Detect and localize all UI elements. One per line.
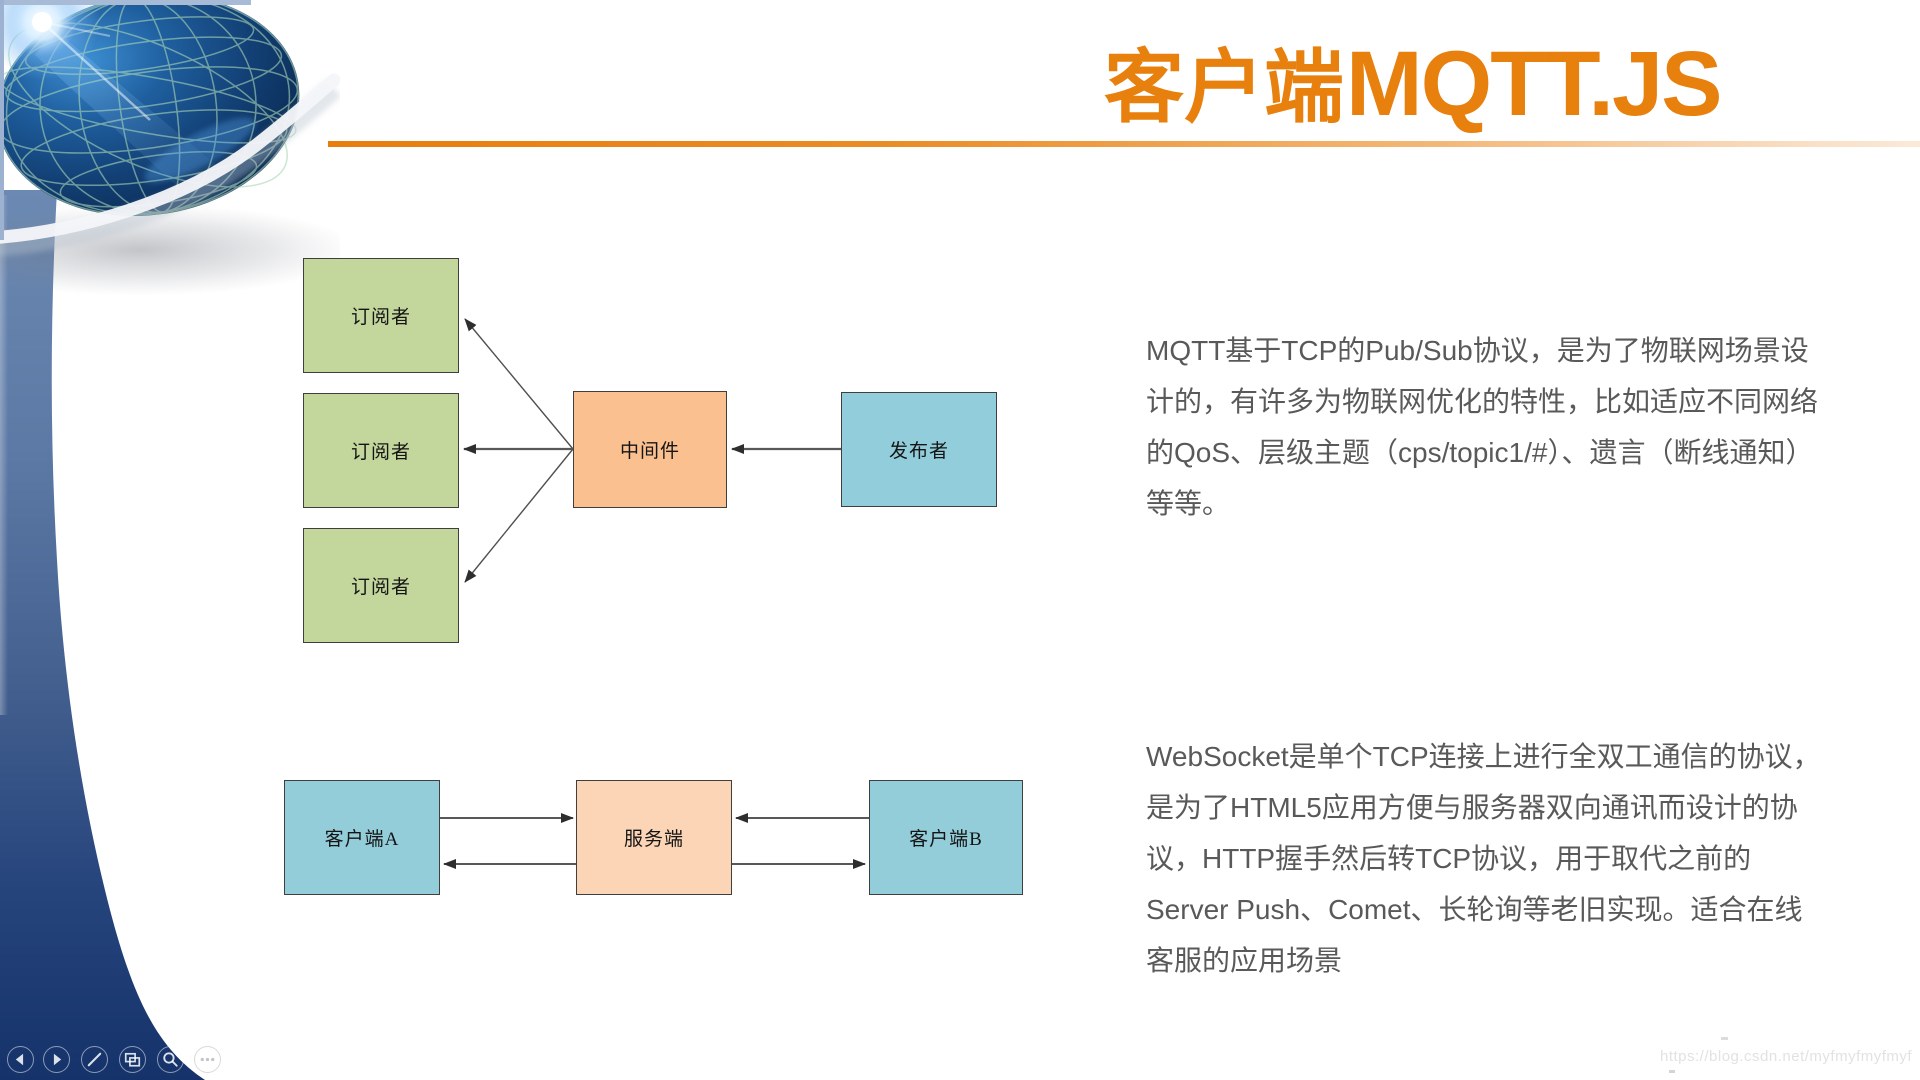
left-band <box>0 0 4 240</box>
subscriber-label: 订阅者 <box>350 442 411 463</box>
client-b-label: 客户端B <box>909 829 983 850</box>
zoom-slide-button[interactable] <box>157 1046 184 1073</box>
slides-overview-icon <box>124 1052 141 1067</box>
sidebar-ribbon-graphic <box>0 190 205 1080</box>
watermark-dash <box>1721 1037 1728 1040</box>
left-arrow-icon <box>15 1053 24 1066</box>
player-controls-bar <box>0 1040 240 1080</box>
top-band <box>0 0 251 5</box>
title-product: MQTT.JS <box>1346 33 1722 135</box>
slide-title: 客户端MQTT.JS <box>1104 38 1722 157</box>
flare-ray <box>41 21 151 121</box>
publisher-box: 发布者 <box>841 392 997 507</box>
paragraph-line: Server Push、Comet、长轮询等老旧实现。适合在线 <box>1146 894 1803 925</box>
magnifier-icon <box>163 1052 178 1067</box>
blue-streak <box>144 117 256 183</box>
flare-ray <box>41 21 111 37</box>
paragraph-line: 是为了HTML5应用方便与服务器双向通讯而设计的协 <box>1146 792 1798 823</box>
next-slide-button[interactable] <box>43 1046 70 1073</box>
watermark-dash <box>1669 1070 1675 1073</box>
paragraph-line: MQTT基于TCP的Pub/Sub协议，是为了物联网场景设 <box>1146 335 1809 366</box>
ribbon-shape <box>0 190 205 1080</box>
client-a-label: 客户端A <box>324 829 400 850</box>
broker-box: 中间件 <box>573 391 727 508</box>
client-a-box: 客户端A <box>284 780 440 895</box>
title-divider-rule <box>328 141 1920 147</box>
globe-ground-shadow <box>0 204 340 296</box>
ribbon-highlight <box>0 195 8 715</box>
broker-label: 中间件 <box>619 441 680 462</box>
subscriber-box-1: 订阅者 <box>303 258 459 373</box>
ellipsis-icon <box>200 1057 215 1062</box>
title-prefix: 客户端 <box>1104 45 1344 133</box>
flare-glow <box>0 0 100 80</box>
paragraph-websocket: WebSocket是单个TCP连接上进行全双工通信的协议， 是为了HTML5应用… <box>1146 731 1821 986</box>
subscriber-box-2: 订阅者 <box>303 393 459 508</box>
subscriber-label: 订阅者 <box>350 577 411 598</box>
paragraph-line: 客服的应用场景 <box>1146 945 1343 976</box>
subscriber-box-3: 订阅者 <box>303 528 459 643</box>
previous-slide-button[interactable] <box>7 1046 34 1073</box>
paragraph-line: 等等。 <box>1146 488 1231 519</box>
arrow-broker-to-subscriber-1 <box>464 318 574 450</box>
paragraph-mqtt: MQTT基于TCP的Pub/Sub协议，是为了物联网场景设 计的，有许多为物联网… <box>1146 325 1818 529</box>
pen-icon <box>87 1052 102 1067</box>
subscriber-label: 订阅者 <box>350 307 411 328</box>
arrow-broker-to-subscriber-3 <box>464 448 574 583</box>
pen-tool-button[interactable] <box>81 1046 108 1073</box>
paragraph-line: 议，HTTP握手然后转TCP协议，用于取代之前的 <box>1146 843 1752 874</box>
more-options-button[interactable] <box>194 1046 221 1073</box>
globe-graphic <box>0 0 340 296</box>
paragraph-line: 的QoS、层级主题（cps/topic1/#）、遗言（断线通知） <box>1146 437 1814 468</box>
paragraph-line: 计的，有许多为物联网优化的特性，比如适应不同网络 <box>1146 386 1819 417</box>
server-box: 服务端 <box>576 780 732 895</box>
client-b-box: 客户端B <box>869 780 1023 895</box>
all-slides-button[interactable] <box>119 1046 146 1073</box>
paragraph-line: WebSocket是单个TCP连接上进行全双工通信的协议， <box>1146 741 1821 772</box>
server-label: 服务端 <box>623 829 684 850</box>
swoosh <box>0 73 340 244</box>
publisher-label: 发布者 <box>888 441 949 462</box>
csdn-watermark: https://blog.csdn.net/myfmyfmyfmyf <box>1660 1048 1913 1065</box>
right-arrow-icon <box>53 1053 62 1066</box>
